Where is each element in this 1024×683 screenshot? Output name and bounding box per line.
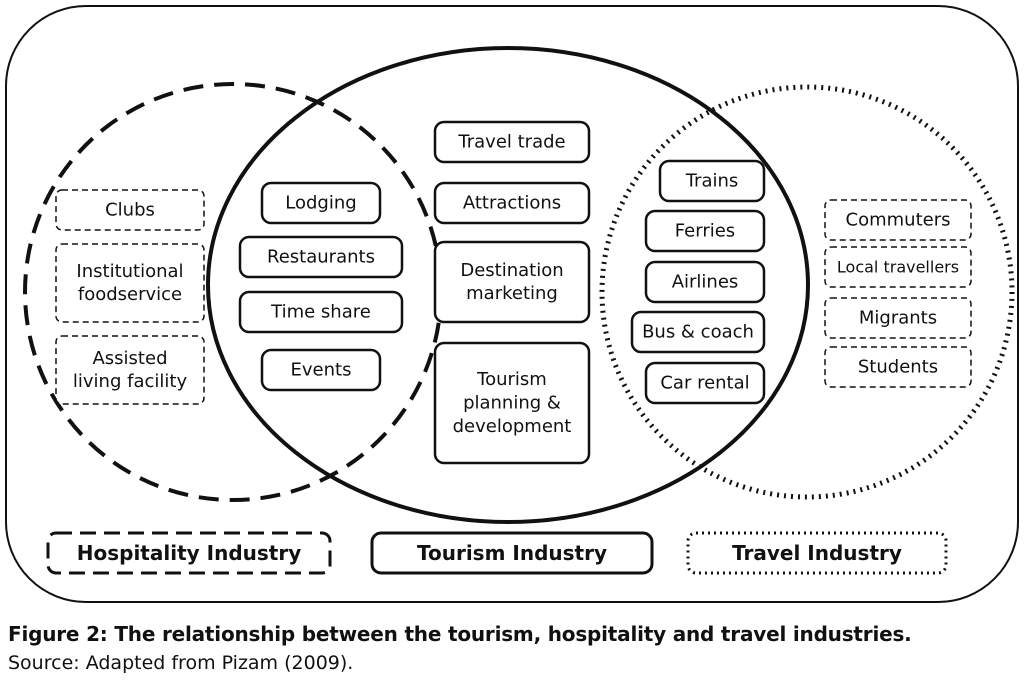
- tourism-circle: [206, 46, 810, 524]
- hospitality-item-2-label: living facility: [73, 371, 188, 392]
- hospitality-tourism-item-0-label: Lodging: [285, 193, 356, 214]
- tourism-travel-item-4-box: [644, 361, 766, 405]
- travel-item-0-box: [824, 199, 972, 241]
- legend-tourism-box: [370, 531, 654, 575]
- figure-caption-title: Figure 2: The relationship between the t…: [8, 622, 912, 646]
- travel-item-1-box: [824, 246, 972, 288]
- tourism-item-1-label: Attractions: [463, 193, 561, 214]
- hospitality-item-1-label: foodservice: [78, 284, 182, 305]
- hospitality-item-1-label: Institutional: [76, 261, 183, 282]
- tourism-item-1-box: [433, 181, 591, 225]
- tourism-travel-item-1-box: [644, 209, 766, 253]
- travel-item-3-label: Students: [858, 357, 938, 378]
- outer-frame: [5, 5, 1019, 603]
- hospitality-item-0-label: Clubs: [105, 200, 155, 221]
- tourism-item-2-box: [433, 240, 591, 324]
- hospitality-item-2-label: Assisted: [92, 348, 167, 369]
- tourism-travel-item-0-label: Trains: [685, 171, 739, 192]
- legend-travel-label: Travel Industry: [732, 541, 902, 565]
- figure-caption-source: Source: Adapted from Pizam (2009).: [8, 652, 354, 674]
- travel-circle: [599, 84, 1015, 500]
- legend-tourism-label: Tourism Industry: [417, 541, 607, 565]
- legend-hospitality-label: Hospitality Industry: [77, 541, 301, 565]
- tourism-item-2-label: Destination: [460, 260, 563, 281]
- tourism-travel-item-3-label: Bus & coach: [642, 322, 754, 343]
- hospitality-item-2-box: [55, 335, 205, 405]
- tourism-item-3-label: planning &: [463, 393, 561, 414]
- tourism-item-0-label: Travel trade: [457, 132, 565, 153]
- hospitality-item-0-box: [55, 189, 205, 231]
- tourism-item-0-box: [433, 120, 591, 164]
- hospitality-tourism-item-1-label: Restaurants: [267, 247, 375, 268]
- travel-item-3-box: [824, 346, 972, 388]
- tourism-item-2-label: marketing: [466, 283, 558, 304]
- hospitality-tourism-item-2-label: Time share: [270, 302, 371, 323]
- travel-item-2-box: [824, 297, 972, 339]
- hospitality-tourism-item-3-label: Events: [291, 360, 352, 381]
- tourism-travel-item-2-label: Airlines: [672, 272, 739, 293]
- tourism-item-3-label: Tourism: [476, 369, 547, 390]
- travel-item-0-label: Commuters: [846, 210, 951, 231]
- tourism-travel-item-4-label: Car rental: [660, 373, 749, 394]
- travel-item-1-label: Local travellers: [837, 258, 959, 277]
- hospitality-tourism-item-3-box: [260, 348, 382, 392]
- legend-travel-box: [686, 531, 948, 575]
- tourism-travel-item-2-box: [644, 260, 766, 304]
- tourism-item-3-box: [433, 341, 591, 465]
- hospitality-tourism-item-0-box: [260, 181, 382, 225]
- hospitality-tourism-item-2-box: [238, 290, 404, 334]
- hospitality-item-1-box: [55, 243, 205, 323]
- travel-item-2-label: Migrants: [859, 308, 937, 329]
- tourism-travel-item-3-box: [630, 310, 766, 354]
- legend-hospitality-box: [46, 531, 332, 575]
- tourism-travel-item-1-label: Ferries: [675, 221, 735, 242]
- tourism-item-3-label: development: [453, 416, 572, 437]
- hospitality-tourism-item-1-box: [238, 235, 404, 279]
- tourism-travel-item-0-box: [658, 159, 766, 203]
